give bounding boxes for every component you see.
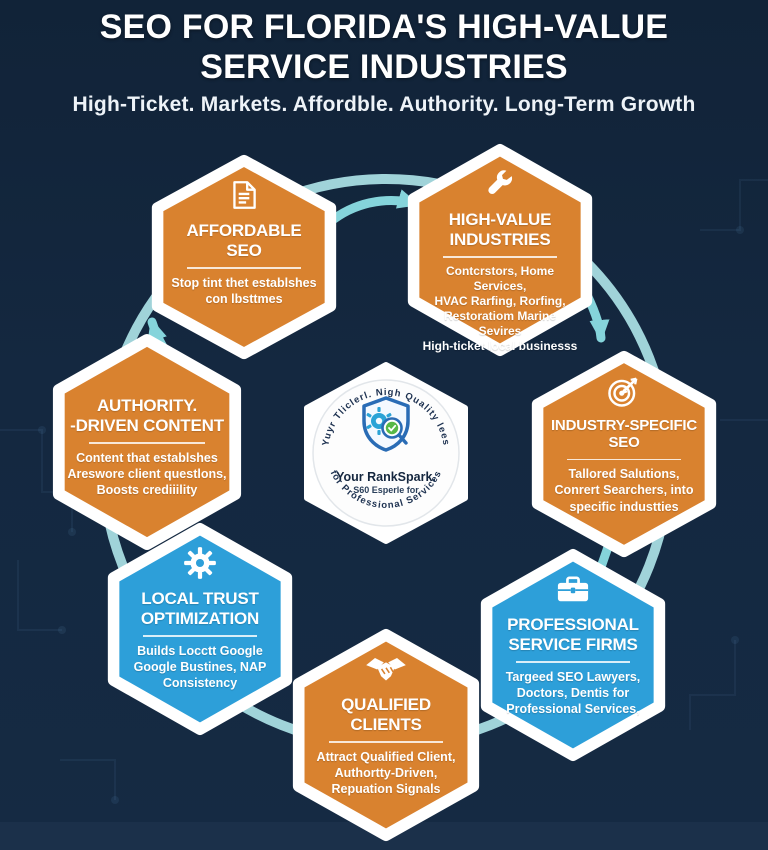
node-body: Content that establshes Areswore client … [67,450,227,498]
hexagon-shape [107,522,293,736]
node-title: PROFESSIONAL SERVICE FIRMS [507,615,639,654]
hexagon-shape [531,350,717,558]
gear-icon [182,543,218,583]
wrench-icon [483,164,517,204]
hexagon-shape [151,154,337,360]
node-body: Contcrstors, Home Services, HVAC Rarfing… [422,263,578,354]
handshake-icon [364,649,408,689]
divider [567,458,681,460]
header: SEO FOR FLORIDA'S HIGH-VALUE SERVICE IND… [0,8,768,117]
badge-line2-text: S60 Esperle for [353,485,419,495]
node-title: INDUSTRY-SPECIFIC SEO [550,417,698,452]
node-authority-driven-content: AUTHORITY. -DRIVEN CONTENT Content that … [49,332,245,552]
badge-brand-text: Your RankSpark. [336,470,436,484]
node-title: AUTHORITY. -DRIVEN CONTENT [70,396,224,435]
briefcase-icon [554,569,592,609]
node-body: Attract Qualified Client, Authortty-Driv… [316,749,456,797]
page-subtitle: High-Ticket. Markets. Affordble. Authori… [72,92,696,116]
page-title: SEO FOR FLORIDA'S HIGH-VALUE SERVICE IND… [99,8,669,86]
node-local-trust-optimization: LOCAL TRUST OPTIMIZATION Builds Locctt G… [104,521,296,737]
node-body: Targeed SEO Lawyers, Doctors, Dentis for… [505,669,641,717]
node-title: AFFORDABLE SEO [186,221,302,260]
node-title: QUALIFIED CLIENTS [341,695,431,734]
divider [89,442,205,444]
divider [328,741,444,743]
node-body: Stop tint thet establshes con lbsttmes [171,275,317,306]
shield-search-icon [362,396,410,452]
hexagon-shape [52,334,242,550]
node-industry-specific-seo: INDUSTRY-SPECIFIC SEO Tallored Salutions… [528,349,720,559]
target-icon [605,371,643,411]
node-affordable-seo: AFFORDABLE SEO Stop tint thet establshes… [148,153,340,361]
node-qualified-clients: QUALIFIED CLIENTS Attract Qualified Clie… [289,627,483,843]
divider [187,267,301,269]
divider [143,635,257,637]
document-icon [227,175,261,215]
center-brand-badge: Yuyr Tliclerl. Nigh Quality lees [299,361,473,545]
node-body: Tallored Salutions, Conrert Searchers, i… [554,467,694,514]
node-title: LOCAL TRUST OPTIMIZATION [140,589,260,628]
node-professional-service-firms: PROFESSIONAL SERVICE FIRMS Targeed SEO L… [477,547,669,763]
divider [516,661,630,663]
badge-circle [312,379,460,527]
node-title: HIGH-VALUE INDUSTRIES [448,210,552,249]
divider [443,256,557,258]
hexagon-shape [480,548,666,762]
node-body: Builds Locctt Google Google Bustines, NA… [133,643,267,691]
hexagon-shape [292,628,480,842]
node-high-value-industries: HIGH-VALUE INDUSTRIES Contcrstors, Home … [404,142,596,358]
